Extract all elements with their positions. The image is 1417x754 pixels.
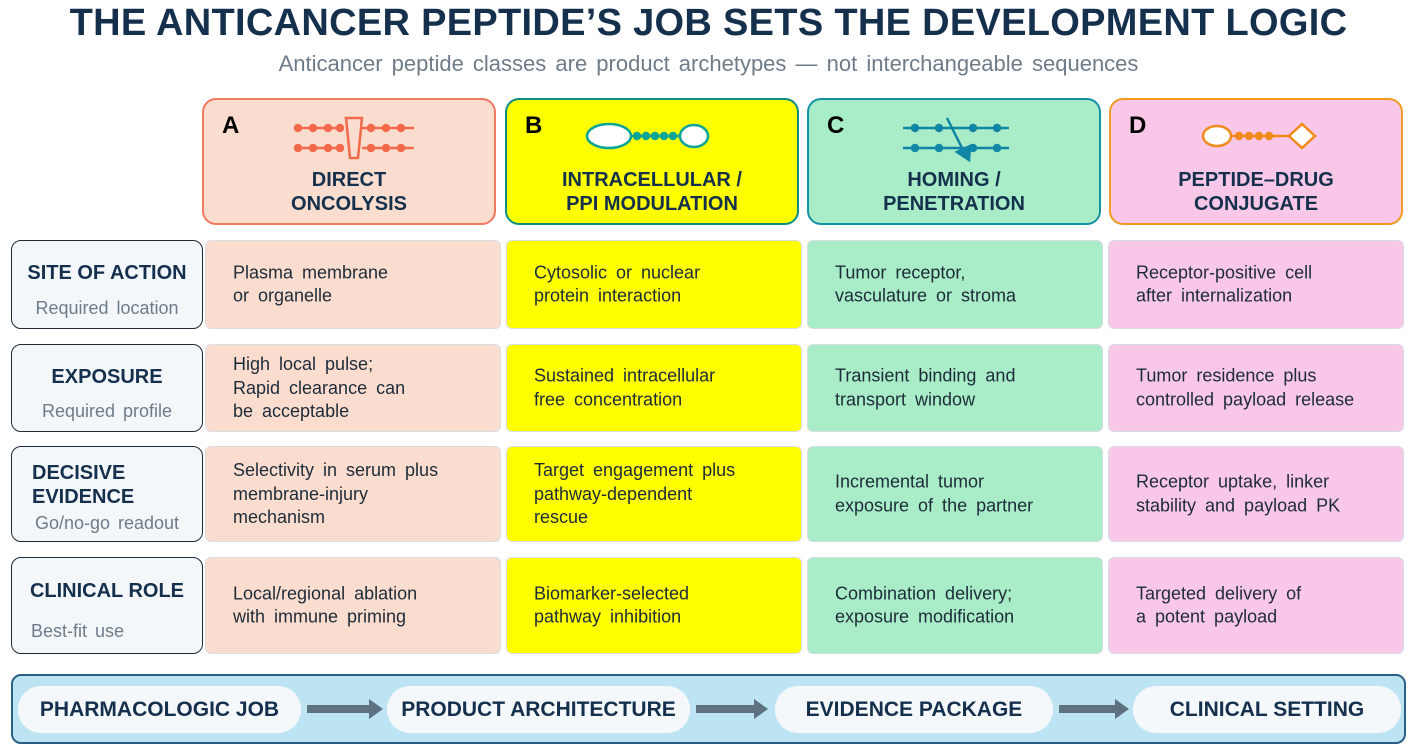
flow-step-evidence-package: EVIDENCE PACKAGE <box>775 686 1053 733</box>
cell-c-evidence: Incremental tumor exposure of the partne… <box>807 446 1103 542</box>
row-label-clinical-role: CLINICAL ROLE Best-fit use <box>11 557 203 654</box>
membrane-pore-icon <box>293 116 414 160</box>
cell-text: Tumor residence plus controlled payload … <box>1136 365 1355 410</box>
row-label-site-of-action: SITE OF ACTION Required location <box>11 240 203 329</box>
bridged-ovals-icon <box>585 122 710 150</box>
arrow-right-icon <box>1059 699 1129 719</box>
column-name: INTRACELLULAR / PPI MODULATION <box>562 169 742 215</box>
cell-text: Biomarker-selected pathway inhibition <box>534 583 690 627</box>
cell-a-clinical: Local/regional ablation with immune prim… <box>205 557 501 654</box>
cell-d-exposure: Tumor residence plus controlled payload … <box>1108 344 1404 432</box>
column-letter: D <box>1129 112 1147 139</box>
row-title: DECISIVE EVIDENCE <box>32 462 135 508</box>
cell-d-site: Receptor-positive cell after internaliza… <box>1108 240 1404 329</box>
cell-text: Targeted delivery of a potent payload <box>1136 583 1302 627</box>
cell-text: Local/regional ablation with immune prim… <box>233 583 418 627</box>
cell-text: Target engagement plus pathway-dependent… <box>534 459 736 527</box>
cell-c-site: Tumor receptor, vasculature or stroma <box>807 240 1103 329</box>
cell-text: Receptor uptake, linker stability and pa… <box>1136 471 1341 516</box>
arrow-right-icon <box>307 699 383 719</box>
row-subtitle: Go/no-go readout <box>34 513 180 533</box>
column-name: DIRECT ONCOLYSIS <box>291 169 407 215</box>
column-letter: A <box>222 112 240 139</box>
cell-b-exposure: Sustained intracellular free concentrati… <box>506 344 802 432</box>
cell-b-site: Cytosolic or nuclear protein interaction <box>506 240 802 329</box>
row-label-exposure: EXPOSURE Required profile <box>11 344 203 432</box>
linker-payload-icon <box>1201 122 1317 150</box>
column-header-homing-penetration: C HOMING / PENETRATION <box>807 98 1101 225</box>
column-header-peptide-drug-conjugate: D PEPTIDE–DRUG CONJUGATE <box>1109 98 1403 225</box>
cell-text: Plasma membrane or organelle <box>233 262 389 306</box>
row-title: CLINICAL ROLE <box>29 580 185 602</box>
cell-text: Incremental tumor exposure of the partne… <box>835 471 1034 516</box>
row-title: EXPOSURE <box>51 366 163 388</box>
cell-a-exposure: High local pulse; Rapid clearance can be… <box>205 344 501 432</box>
cell-c-clinical: Combination delivery; exposure modificat… <box>807 557 1103 654</box>
cell-text: Sustained intracellular free concentrati… <box>534 365 716 410</box>
row-subtitle: Required profile <box>41 401 173 421</box>
page-subtitle: Anticancer peptide classes are product a… <box>278 51 1139 76</box>
cell-d-clinical: Targeted delivery of a potent payload <box>1108 557 1404 654</box>
flow-step-product-architecture: PRODUCT ARCHITECTURE <box>387 686 690 733</box>
cell-text: Selectivity in serum plus membrane-injur… <box>233 459 439 527</box>
cell-text: Receptor-positive cell after internaliza… <box>1136 262 1313 306</box>
row-label-decisive-evidence: DECISIVE EVIDENCE Go/no-go readout <box>11 446 203 542</box>
flow-step-clinical-setting: CLINICAL SETTING <box>1133 686 1401 733</box>
cell-a-evidence: Selectivity in serum plus membrane-injur… <box>205 446 501 542</box>
cell-text: Transient binding and transport window <box>835 365 1016 410</box>
column-name: HOMING / PENETRATION <box>883 169 1025 215</box>
row-subtitle: Required location <box>35 298 179 318</box>
flow-step-pharmacologic-job: PHARMACOLOGIC JOB <box>18 686 301 733</box>
row-title: SITE OF ACTION <box>27 262 187 284</box>
column-letter: B <box>525 112 543 139</box>
cell-c-exposure: Transient binding and transport window <box>807 344 1103 432</box>
column-name: PEPTIDE–DRUG CONJUGATE <box>1178 169 1334 215</box>
row-subtitle: Best-fit use <box>31 621 125 641</box>
cell-a-site: Plasma membrane or organelle <box>205 240 501 329</box>
cell-text: High local pulse; Rapid clearance can be… <box>233 353 406 421</box>
cell-text: Combination delivery; exposure modificat… <box>835 583 1015 627</box>
cell-text: Cytosolic or nuclear protein interaction <box>534 262 701 306</box>
column-letter: C <box>827 112 845 139</box>
page-title: THE ANTICANCER PEPTIDE’S JOB SETS THE DE… <box>69 2 1348 44</box>
arrow-right-icon <box>696 699 768 719</box>
crossing-arrow-icon <box>903 117 1009 162</box>
cell-b-evidence: Target engagement plus pathway-dependent… <box>506 446 802 542</box>
column-header-direct-oncolysis: A DIRECT ONCOLYSIS <box>202 98 496 225</box>
cell-text: Tumor receptor, vasculature or stroma <box>835 262 1017 306</box>
cell-b-clinical: Biomarker-selected pathway inhibition <box>506 557 802 654</box>
cell-d-evidence: Receptor uptake, linker stability and pa… <box>1108 446 1404 542</box>
column-header-ppi-modulation: B INTRACELLULAR / PPI MODULATION <box>505 98 799 225</box>
